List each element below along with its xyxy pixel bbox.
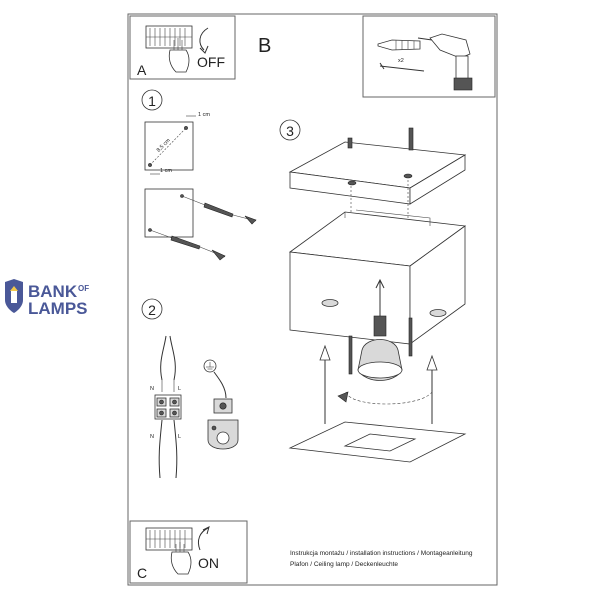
- panel-b-frame: [362, 15, 496, 98]
- ceiling-drilled-plate: [144, 188, 194, 238]
- logo-word-bank: BANK: [28, 282, 78, 301]
- rotate-arrow-icon: [337, 391, 433, 405]
- fuse-box-icon: [145, 527, 193, 551]
- arrow-down-icon: [199, 27, 209, 54]
- lamp-wires: [158, 419, 178, 479]
- panel-b-count: x2: [398, 58, 404, 64]
- wire-top-l: L: [178, 386, 181, 392]
- panel-c-state: ON: [198, 555, 219, 571]
- sheet-border: [127, 13, 498, 586]
- logo-word-of: OF: [78, 284, 89, 293]
- screw-icon: [379, 62, 425, 72]
- drill-template: [144, 115, 196, 175]
- panel-a-label: A: [137, 62, 147, 78]
- cover-plate: [288, 421, 467, 463]
- wall-plug-icon: [377, 39, 421, 51]
- bank-of-lamps-logo: BANK OF LAMPS: [5, 279, 89, 318]
- dim-bottom: 1 cm: [160, 168, 172, 174]
- drill-icon: [417, 33, 473, 91]
- step-2: 2 N L N L: [141, 298, 239, 479]
- step-2-number: 2: [148, 302, 156, 318]
- ceiling-plate: [288, 141, 467, 205]
- panel-c: C ON: [129, 520, 248, 584]
- dim-top: 1 cm: [198, 112, 210, 118]
- hand-icon: [170, 542, 192, 575]
- fixing-screws: [348, 278, 413, 375]
- caption-line-2: Plafon / Ceiling lamp / Deckenleuchte: [290, 561, 398, 568]
- panel-c-frame: [129, 520, 248, 584]
- panel-b-tools: x2: [362, 15, 496, 98]
- wire-bottom-n: N: [150, 434, 154, 440]
- step-3: 3: [279, 119, 467, 463]
- logo-word-lamps: LAMPS: [28, 299, 88, 318]
- wire-bottom-l: L: [178, 434, 181, 440]
- panel-a-state: OFF: [197, 54, 225, 70]
- gu10-bulb-icon: [357, 315, 403, 381]
- wire-top-n: N: [150, 386, 154, 392]
- arrow-up-right: [426, 354, 438, 424]
- panel-c-label: C: [137, 565, 147, 581]
- step-1: 1 1 cm 8,5 cm 1 cm: [141, 89, 257, 261]
- screw-dowel-upper: [181, 195, 257, 225]
- earth-connection: [203, 359, 239, 450]
- screw-dowel-lower: [149, 229, 226, 261]
- step-1-number: 1: [148, 93, 156, 109]
- panel-a: A OFF: [129, 15, 236, 80]
- arrow-up-icon: [197, 526, 210, 551]
- fuse-box-icon: [145, 25, 193, 49]
- step-3-number: 3: [286, 123, 294, 139]
- arrow-up-left: [319, 344, 331, 424]
- terminal-block: [154, 394, 182, 420]
- panel-b-label: B: [258, 35, 271, 57]
- step-3-badge: [279, 119, 301, 141]
- panel-a-frame: [129, 15, 236, 80]
- caption-line-1: Instrukcja montażu / installation instru…: [290, 550, 473, 557]
- hand-icon: [168, 38, 190, 73]
- supply-wires: [160, 335, 176, 392]
- step-1-badge: [141, 89, 163, 111]
- step-2-badge: [141, 298, 163, 320]
